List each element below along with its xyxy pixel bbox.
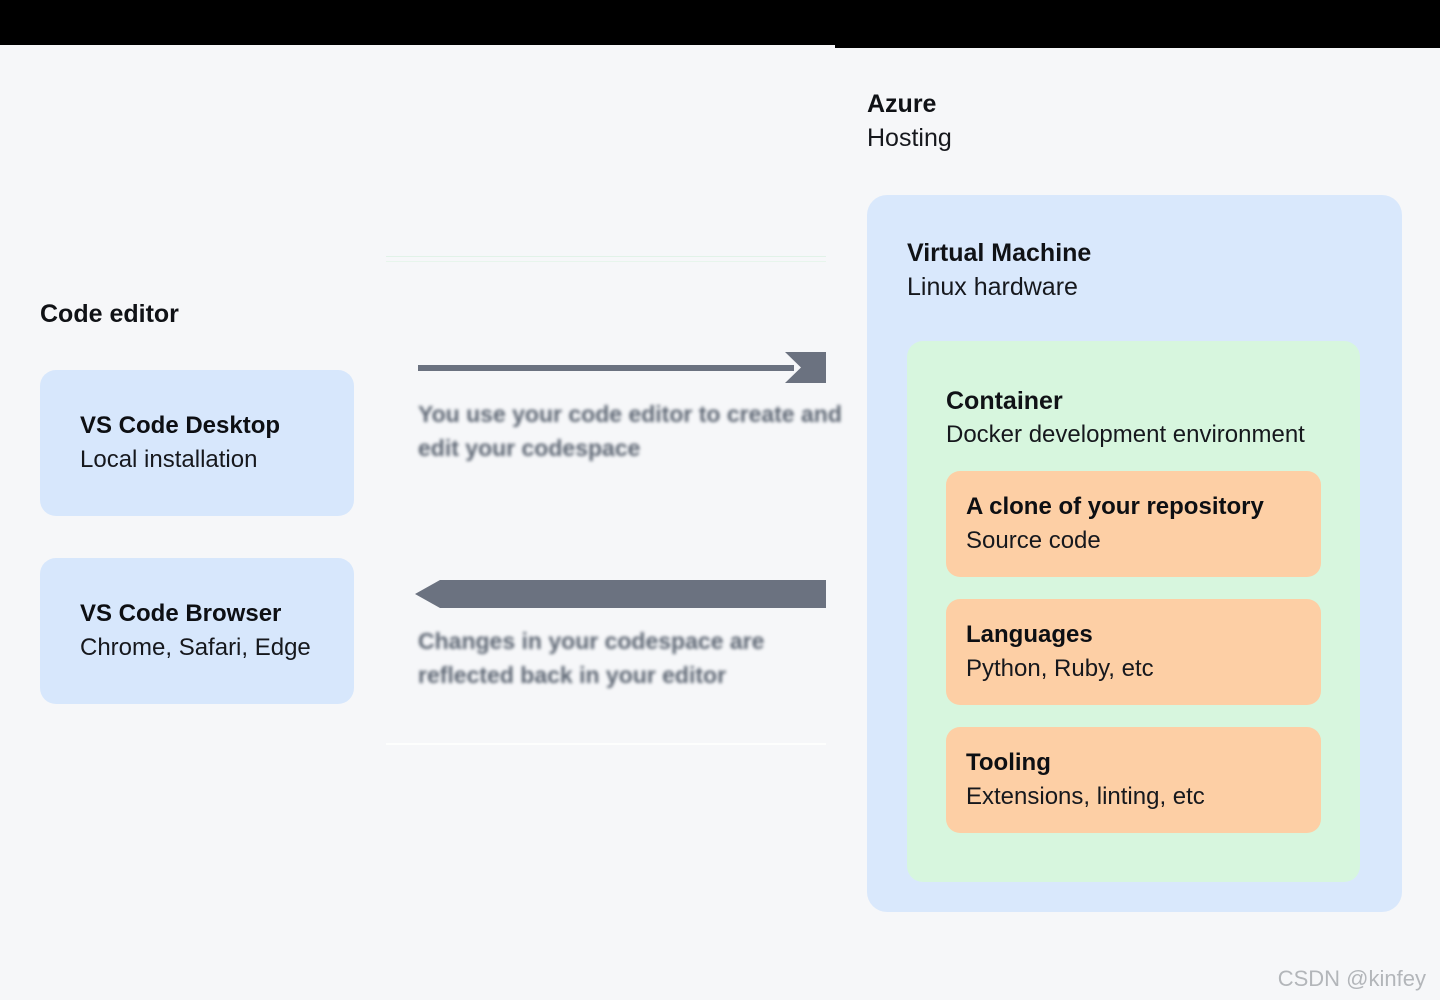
vscode-browser-title: VS Code Browser: [80, 600, 282, 627]
watermark-text: CSDN @kinfey: [1277, 966, 1426, 991]
languages-subtitle: Python, Ruby, etc: [966, 655, 1154, 682]
virtual-machine-title: Virtual Machine: [907, 239, 1092, 267]
repository-clone-title: A clone of your repository: [966, 493, 1264, 520]
vscode-desktop-title: VS Code Desktop: [80, 412, 281, 439]
tooling-title: Tooling: [966, 749, 1051, 776]
azure-heading: Azure: [867, 90, 937, 118]
arrow-left-icon: [415, 580, 826, 608]
virtual-machine-subtitle: Linux hardware: [907, 273, 1078, 301]
container-text: Container Docker development environment: [946, 384, 1305, 452]
flow-to-editor-label-line2: reflected back in your editor: [418, 662, 727, 688]
repository-clone-box: A clone of your repository Source code: [946, 471, 1321, 577]
vscode-browser-subtitle: Chrome, Safari, Edge: [80, 634, 311, 661]
divider-line-bottom: [386, 743, 826, 745]
flow-to-host-label: You use your code editor to create and e…: [418, 397, 842, 465]
flow-to-host-label-line2: edit your codespace: [418, 435, 641, 461]
vscode-desktop-box: VS Code Desktop Local installation: [40, 370, 354, 516]
vscode-browser-box: VS Code Browser Chrome, Safari, Edge: [40, 558, 354, 704]
code-editor-heading: Code editor: [40, 300, 179, 328]
languages-title: Languages: [966, 621, 1093, 648]
vscode-desktop-subtitle: Local installation: [80, 446, 258, 473]
divider-line-top: [386, 256, 826, 257]
divider-line-top-2: [386, 261, 826, 262]
container-subtitle: Docker development environment: [946, 421, 1305, 448]
arrow-right-icon: [418, 352, 826, 383]
container-title: Container: [946, 387, 1063, 415]
repository-clone-subtitle: Source code: [966, 527, 1101, 554]
virtual-machine-text: Virtual Machine Linux hardware: [907, 236, 1091, 304]
top-black-bar-right: [835, 0, 1440, 48]
flow-to-host-label-line1: You use your code editor to create and: [418, 401, 842, 427]
flow-to-editor-label-line1: Changes in your codespace are: [418, 628, 765, 654]
azure-subheading: Hosting: [867, 124, 952, 152]
tooling-box: Tooling Extensions, linting, etc: [946, 727, 1321, 833]
tooling-subtitle: Extensions, linting, etc: [966, 783, 1205, 810]
flow-to-editor-label: Changes in your codespace are reflected …: [418, 624, 764, 692]
languages-box: Languages Python, Ruby, etc: [946, 599, 1321, 705]
top-black-bar-left: [0, 0, 836, 45]
